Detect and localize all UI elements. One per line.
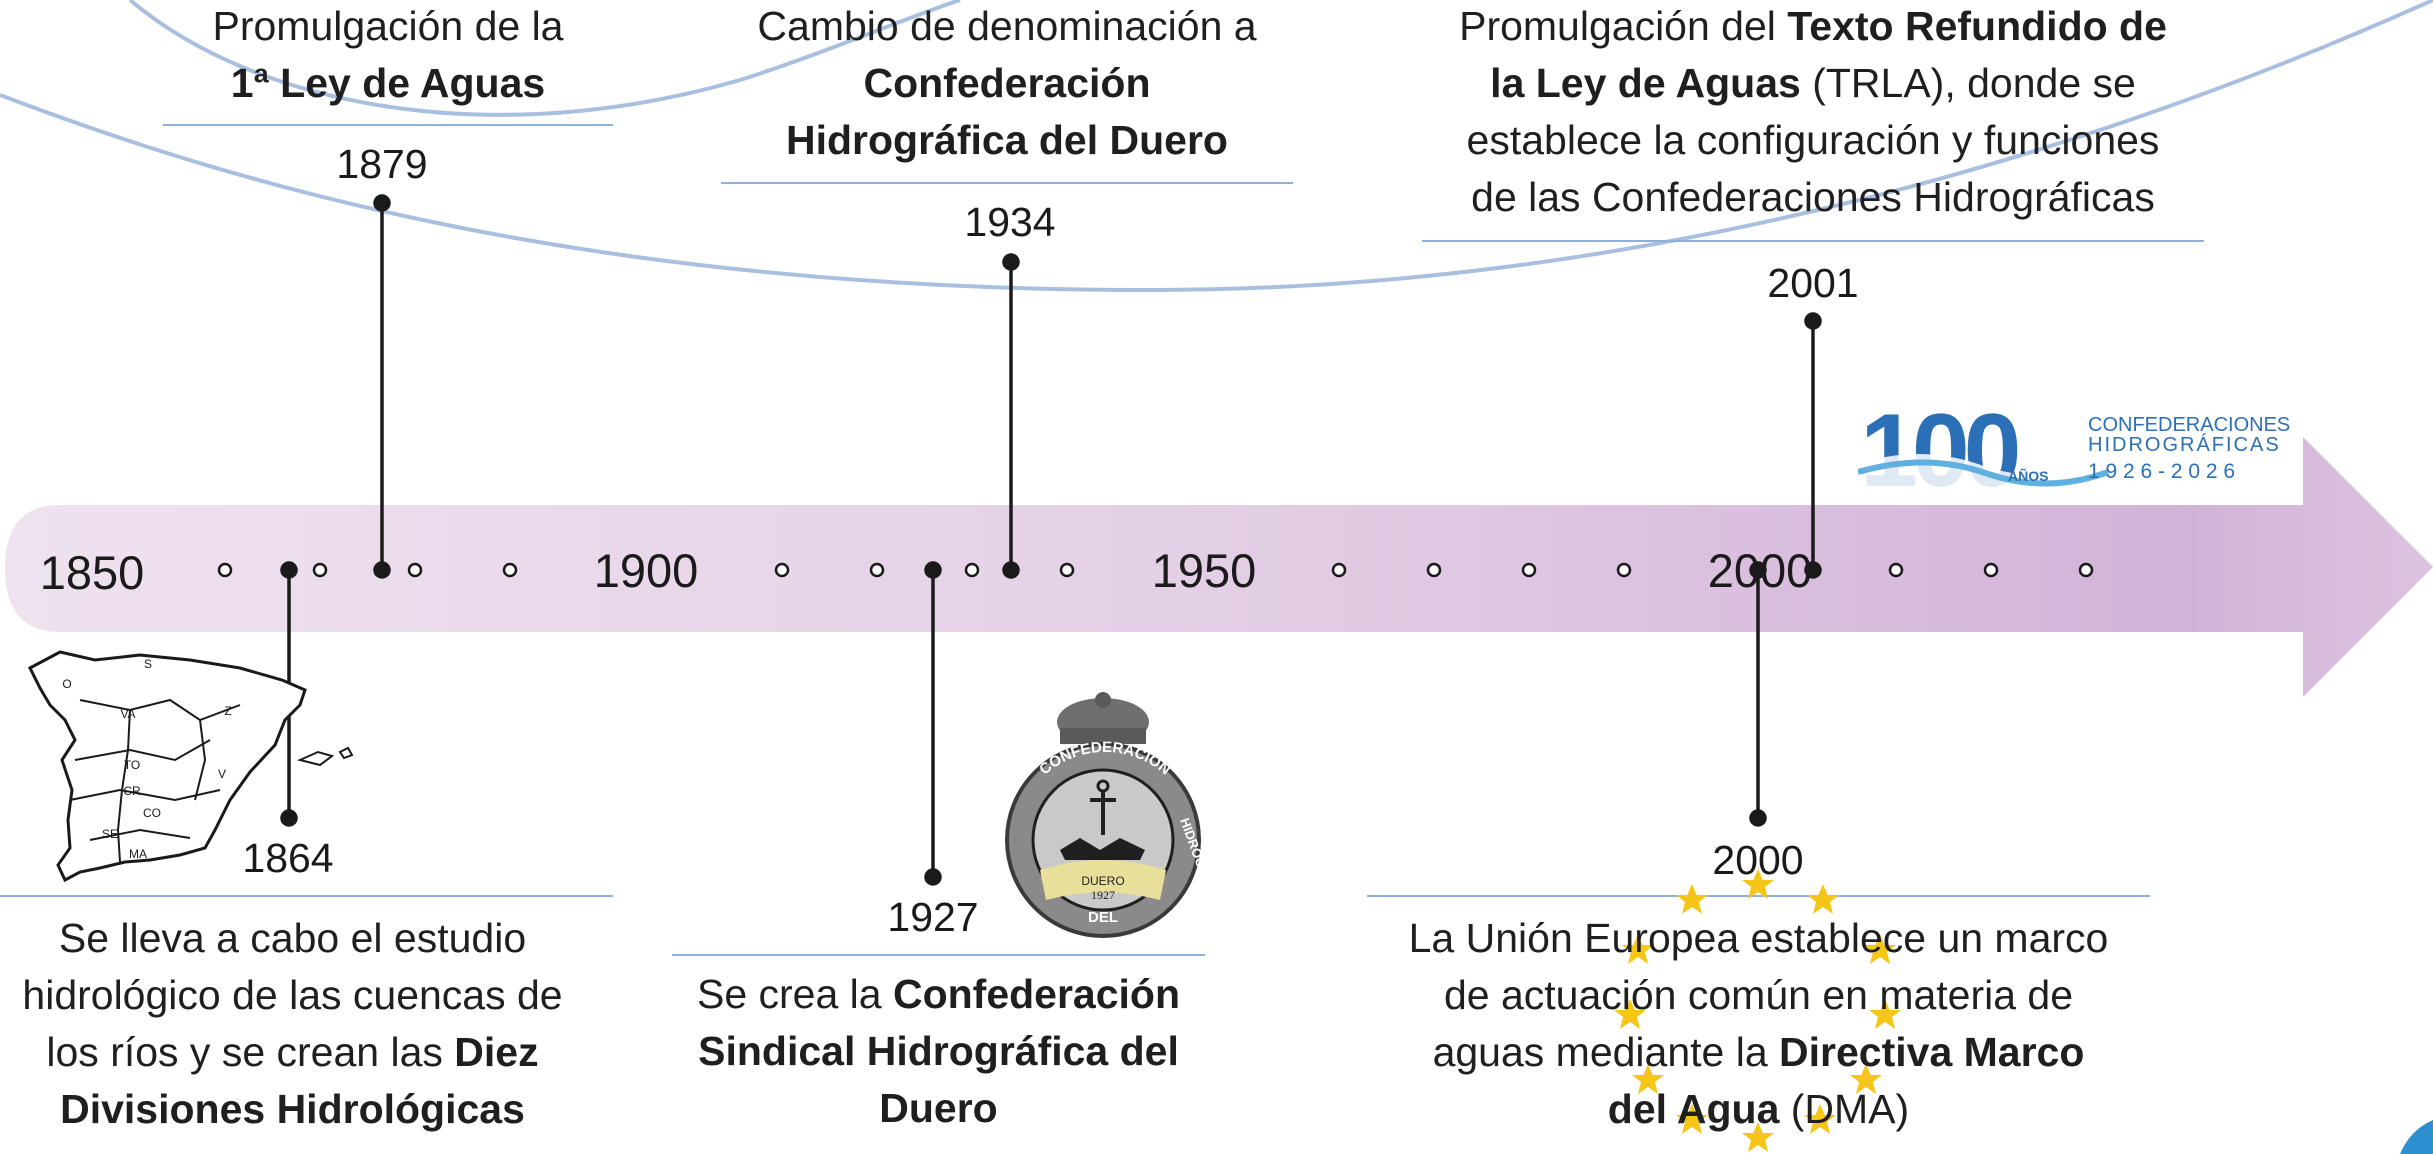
event-1927-bold2: Sindical Hidrográfica del	[698, 1028, 1179, 1074]
event-2000-line2: de actuación común en materia de	[1443, 972, 2074, 1018]
tick-1870	[312, 562, 328, 578]
tick-1990	[1616, 562, 1632, 578]
dot-1864-axis	[280, 561, 298, 579]
tick-1930	[964, 562, 980, 578]
event-1879-year: 1879	[336, 141, 428, 187]
event-2001-caption: Promulgación del Texto Refundido de la L…	[1422, 0, 2204, 226]
dot-2001-axis	[1804, 561, 1822, 579]
event-2001-year: 2001	[1767, 260, 1859, 306]
tick-1890	[502, 562, 518, 578]
map-label-s: S	[144, 657, 152, 671]
logo-word2: HIDROGRÁFICAS	[2088, 434, 2281, 456]
tick-2030	[2078, 562, 2094, 578]
tick-1910	[774, 562, 790, 578]
tick-2010	[1888, 562, 1904, 578]
tick-1970	[1426, 562, 1442, 578]
event-2001-bold1: Texto Refundido de	[1787, 3, 2167, 49]
map-label-va: VA	[120, 707, 135, 721]
event-1927-caption: Se crea la Confederación Sindical Hidrog…	[672, 966, 1205, 1137]
event-1864-line3: los ríos y se crean las	[46, 1029, 455, 1075]
map-label-v: V	[218, 767, 226, 781]
event-1934-caption: Cambio de denominación a Confederación H…	[721, 0, 1293, 169]
event-1927-year: 1927	[887, 894, 979, 940]
event-1879-bold: 1ª Ley de Aguas	[230, 60, 546, 106]
logo-100-graphic: 100	[1858, 394, 2110, 504]
tick-1940	[1059, 562, 1075, 578]
event-1879-caption: Promulgación de la 1ª Ley de Aguas	[163, 0, 613, 112]
map-label-o: O	[62, 677, 71, 691]
event-2000-bold3: Directiva Marco	[1779, 1029, 2085, 1075]
decade-label-1850: 1850	[39, 546, 145, 599]
dot-1934-axis	[1002, 561, 1020, 579]
event-2000-line1: La Unión Europea establece un marco	[1408, 915, 2109, 961]
map-label-se: SE	[102, 827, 118, 841]
event-1927-pre: Se crea la	[696, 971, 893, 1017]
map-label-cr: CR	[123, 784, 141, 798]
dot-1879-axis	[373, 561, 391, 579]
event-1864-bold3: Diez	[454, 1029, 539, 1075]
dot-1934-end	[1002, 253, 1020, 271]
dot-2000-axis	[1749, 561, 1767, 579]
dot-1864-end	[280, 809, 298, 827]
event-2001-bold2: la Ley de Aguas	[1490, 60, 1801, 106]
map-label-to: TO	[124, 758, 140, 772]
event-2001-post2: (TRLA), donde se	[1800, 60, 2136, 106]
logo-100-anos: 100 CONFEDERACIONES HIDROGRÁFICAS AÑOS 1…	[1858, 394, 2308, 504]
event-1927-bold1: Confederación	[892, 971, 1181, 1017]
event-1934-bold1: Confederación	[863, 60, 1151, 106]
event-1864-line1: Se lleva a cabo el estudio	[58, 915, 527, 961]
tick-1880	[407, 562, 423, 578]
event-1927-bold3: Duero	[879, 1085, 998, 1131]
event-2001-pre: Promulgación del	[1459, 3, 1788, 49]
decade-label-1900: 1900	[593, 544, 699, 597]
logo-years: 1 9 2 6 - 2 0 2 6	[2088, 460, 2236, 483]
event-2001-line4: de las Confederaciones Hidrográficas	[1471, 174, 2155, 220]
tick-1960	[1331, 562, 1347, 578]
logo-anos: AÑOS	[2008, 468, 2049, 484]
tick-1980	[1521, 562, 1537, 578]
map-label-z: Z	[224, 704, 231, 718]
event-1864-caption: Se lleva a cabo el estudio hidrológico d…	[0, 910, 585, 1138]
event-1864-year: 1864	[242, 835, 334, 881]
tick-1860	[217, 562, 233, 578]
dot-1879-end	[373, 194, 391, 212]
tick-2020	[1983, 562, 1999, 578]
event-2000-bold4: del Agua	[1607, 1086, 1780, 1132]
event-2000-line3: aguas mediante la	[1432, 1029, 1780, 1075]
event-1879-line1: Promulgación de la	[212, 3, 564, 49]
seal-crown	[1057, 692, 1149, 746]
seal-text-bottom: DEL	[1088, 909, 1118, 926]
logo-word1: CONFEDERACIONES	[2088, 414, 2291, 436]
decade-label-1950: 1950	[1151, 544, 1257, 597]
map-label-co: CO	[143, 806, 161, 820]
event-2001-line3: establece la configuración y funciones	[1466, 117, 2160, 163]
dot-2001-end	[1804, 312, 1822, 330]
map-label-ma: MA	[129, 847, 147, 861]
dot-2000-end	[1749, 809, 1767, 827]
event-1864-bold4: Divisiones Hidrológicas	[60, 1086, 525, 1132]
event-2000-post4: (DMA)	[1779, 1086, 1910, 1132]
seal-text-year: 1927	[1091, 888, 1115, 902]
seal-text-center: DUERO	[1081, 874, 1124, 888]
dot-1927-axis	[924, 561, 942, 579]
event-1934-bold2: Hidrográfica del Duero	[786, 117, 1228, 163]
event-1864-line2: hidrológico de las cuencas de	[22, 972, 563, 1018]
event-1934-year: 1934	[964, 199, 1056, 245]
dot-1927-end	[924, 868, 942, 886]
tick-1920	[869, 562, 885, 578]
event-2000-caption: La Unión Europea establece un marco de a…	[1367, 910, 2150, 1138]
event-1934-line1: Cambio de denominación a	[757, 3, 1257, 49]
